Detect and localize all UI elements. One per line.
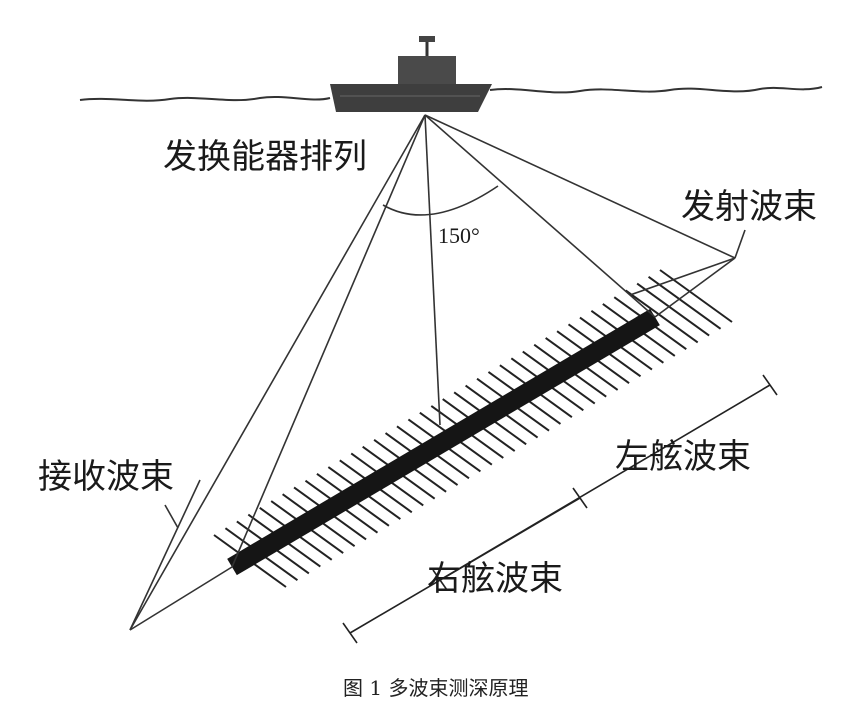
hatch-line	[647, 275, 722, 330]
port-beam-label: 左舷波束	[615, 437, 751, 477]
hatch-line	[636, 282, 710, 337]
swath-center-bar	[227, 308, 660, 576]
ship-icon	[330, 36, 492, 112]
label-leaders	[164, 229, 746, 529]
transducer-array-label: 发换能器排列	[163, 137, 367, 177]
beam-angle-label: 150°	[438, 223, 480, 248]
transmit-beam-label: 发射波束	[681, 187, 817, 227]
hatch-line	[625, 289, 699, 344]
sea-surface-line	[79, 86, 823, 102]
starboard-beam-label: 右舷波束	[427, 559, 563, 599]
receive-beam-label: 接收波束	[38, 457, 174, 497]
hatch-line	[659, 269, 733, 323]
starboard-beam-dimension	[342, 487, 588, 644]
beam-angle-arc	[382, 185, 499, 216]
beam-lines	[129, 114, 736, 631]
figure-caption: 图 1 多波束测深原理	[343, 676, 529, 700]
